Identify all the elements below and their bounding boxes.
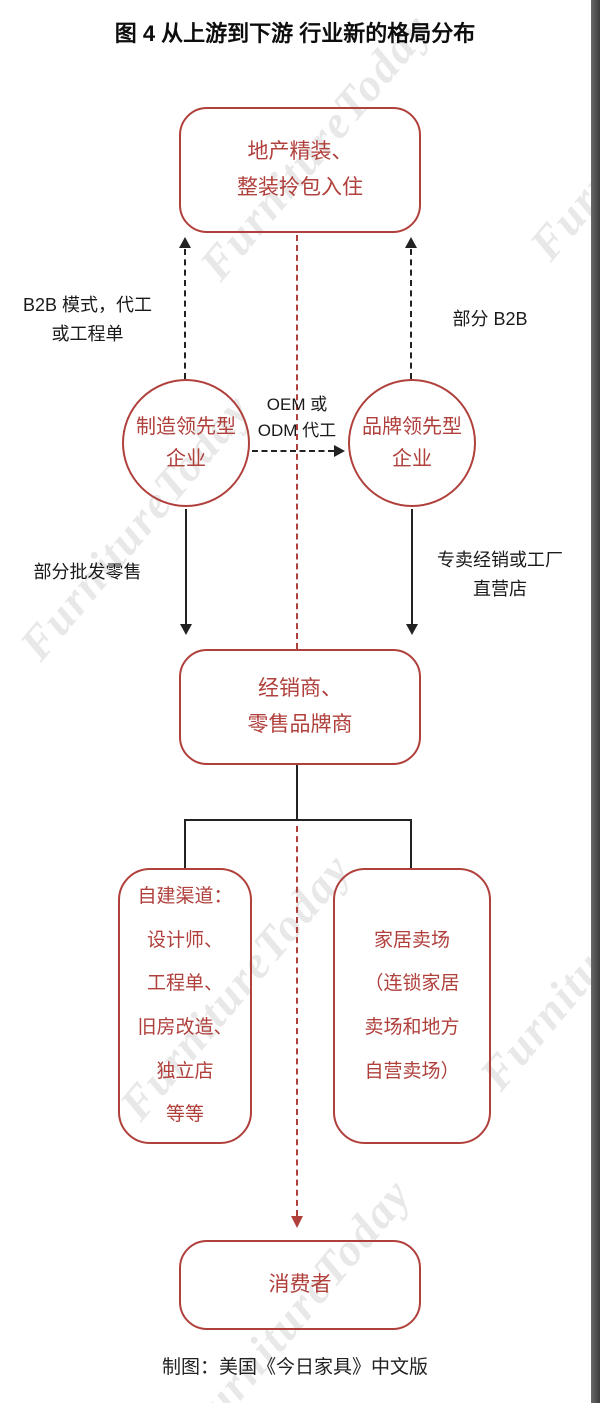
furniture-mall-line: 家居卖场 xyxy=(373,929,450,951)
right-edge-strip xyxy=(591,0,600,1403)
node-real-estate-box: 地产精装、 整装拎包入住 xyxy=(179,107,421,233)
node-brand-line2: 企业 xyxy=(392,448,432,470)
oem-arrowhead-right xyxy=(334,445,345,457)
connector-stem xyxy=(296,765,298,821)
left-up-arrowhead xyxy=(179,237,191,248)
label-oem-line2: ODM 代工 xyxy=(257,421,337,441)
node-manufacturing-circle: 制造领先型 企业 xyxy=(122,379,250,507)
own-channel-line: 设计师、 xyxy=(146,929,223,951)
furniture-mall-line: （连锁家居 xyxy=(364,973,460,995)
connector-left-drop xyxy=(184,819,186,870)
right-down-line xyxy=(411,509,413,625)
center-red-arrowhead-down xyxy=(291,1216,303,1228)
label-exclusive-dealer-line2: 直营店 xyxy=(473,578,527,599)
node-brand-circle: 品牌领先型 企业 xyxy=(348,379,476,507)
label-partial-b2b: 部分 B2B xyxy=(452,309,528,329)
own-channel-line: 等等 xyxy=(165,1104,204,1126)
label-b2b-mode-line1: B2B 模式，代工 xyxy=(22,295,153,315)
own-channel-line: 独立店 xyxy=(156,1060,214,1082)
label-exclusive-dealer: 专卖经销或工厂 直营店 xyxy=(420,546,580,604)
furniture-mall-line: 自营卖场） xyxy=(364,1060,460,1082)
connector-crossbar xyxy=(184,819,412,821)
center-dashed-line-upper xyxy=(296,235,298,649)
label-b2b-mode-line2: 或工程单 xyxy=(51,323,124,344)
node-consumer-label: 消费者 xyxy=(268,1273,332,1297)
node-manufacturing-line2: 企业 xyxy=(166,448,206,470)
node-own-channel-box: 自建渠道： 设计师、 工程单、 旧房改造、 独立店 等等 xyxy=(118,868,252,1144)
own-channel-line: 旧房改造、 xyxy=(137,1017,233,1038)
left-down-arrowhead xyxy=(180,624,192,635)
figure-title: 图 4 从上游到下游 行业新的格局分布 xyxy=(114,21,476,46)
furniture-mall-line: 卖场和地方 xyxy=(364,1017,460,1038)
right-down-arrowhead xyxy=(406,624,418,635)
label-oem-line1: OEM 或 xyxy=(266,395,328,414)
center-dashed-line-lower xyxy=(296,826,298,1216)
node-brand-line1: 品牌领先型 xyxy=(362,416,462,438)
node-furniture-mall-box: 家居卖场 （连锁家居 卖场和地方 自营卖场） xyxy=(333,868,491,1144)
connector-right-drop xyxy=(410,819,412,870)
label-exclusive-dealer-line1: 专卖经销或工厂 xyxy=(437,550,563,570)
node-dealer-box: 经销商、 零售品牌商 xyxy=(179,649,421,765)
label-oem-odm: OEM 或 ODM 代工 xyxy=(242,392,352,445)
own-channel-line: 工程单、 xyxy=(146,973,223,995)
own-channel-line: 自建渠道： xyxy=(137,885,233,907)
left-down-line xyxy=(185,509,187,625)
node-dealer-line1: 经销商、 xyxy=(258,677,342,701)
right-up-dashed-line xyxy=(410,249,412,379)
node-consumer-box: 消费者 xyxy=(179,1240,421,1330)
left-up-dashed-line xyxy=(184,249,186,379)
node-real-estate-line2: 整装拎包入住 xyxy=(237,176,363,199)
node-dealer-line2: 零售品牌商 xyxy=(247,713,353,736)
node-real-estate-line1: 地产精装、 xyxy=(247,140,353,164)
label-partial-wholesale: 部分批发零售 xyxy=(33,562,142,582)
oem-dashed-line xyxy=(252,450,334,452)
figure-caption: 制图：美国《今日家具》中文版 xyxy=(161,1357,428,1378)
right-up-arrowhead xyxy=(405,237,417,248)
label-b2b-mode: B2B 模式，代工 或工程单 xyxy=(5,291,170,349)
node-manufacturing-line1: 制造领先型 xyxy=(136,416,236,438)
